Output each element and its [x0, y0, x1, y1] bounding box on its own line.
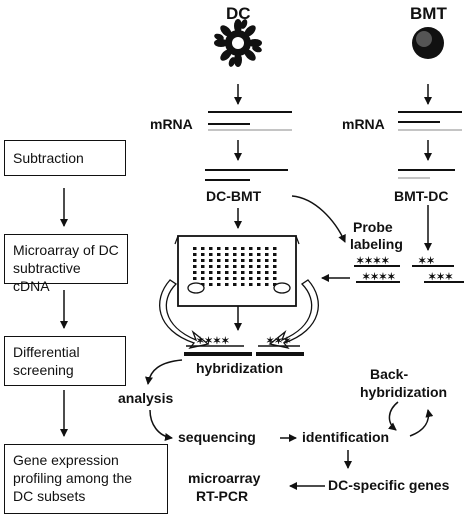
arrow-identification-to-back-hybridization	[409, 409, 434, 437]
arrow-back-hybridization-to-identification	[388, 401, 399, 431]
bmt-dc-label: BMT-DC	[394, 188, 449, 204]
svg-text:✶✶✶✶: ✶✶✶✶	[356, 256, 390, 267]
dc-mrna-lines	[208, 111, 292, 131]
bmt-dc-lines	[398, 169, 455, 179]
svg-text:✶✶✶✶: ✶✶✶✶	[362, 272, 396, 283]
step-differential-screening: Differential screening	[4, 336, 126, 386]
svg-text:✶✶✶: ✶✶✶	[428, 272, 453, 283]
microarray-label: microarray	[188, 470, 261, 486]
step-subtraction: Subtraction	[4, 140, 126, 176]
dc-bmt-lines	[205, 169, 288, 181]
sequencing-label: sequencing	[178, 429, 256, 445]
dc-bmt-label: DC-BMT	[206, 188, 262, 204]
step-profiling-line1: Gene expression	[13, 452, 119, 468]
svg-text:✶✶✶✶: ✶✶✶✶	[196, 336, 230, 347]
dc-specific-genes-label: DC-specific genes	[328, 477, 450, 493]
probe-label-stars: ✶✶✶✶ ✶✶✶✶ ✶✶ ✶✶✶	[356, 256, 453, 283]
mrna-left-label: mRNA	[150, 116, 193, 132]
arrow-hybridization-to-analysis	[145, 359, 183, 385]
microarray-slide	[174, 235, 300, 307]
hybridization-strands: ✶✶✶✶ ✶✶✶	[184, 336, 304, 356]
mrna-right-label: mRNA	[342, 116, 385, 132]
svg-text:✶✶✶: ✶✶✶	[266, 336, 291, 347]
step-screening-line1: Differential	[13, 344, 80, 360]
identification-label: identification	[302, 429, 390, 445]
step-gene-expression-profiling: Gene expression profiling among the DC s…	[4, 444, 168, 514]
dc-label: DC	[226, 4, 251, 23]
svg-text:✶✶: ✶✶	[418, 256, 435, 267]
arrow-analysis-to-sequencing	[149, 409, 173, 441]
back-hybridization-line2: hybridization	[360, 384, 448, 400]
step-profiling-line3: DC subsets	[13, 488, 86, 504]
probe-label-line1: Probe	[353, 219, 393, 235]
probe-label-line2: labeling	[350, 236, 403, 252]
bmt-mrna-lines	[398, 111, 462, 131]
bmt-cell-icon	[412, 27, 444, 59]
bmt-label: BMT	[410, 4, 447, 23]
rt-pcr-label: RT-PCR	[196, 488, 249, 504]
dc-cell-icon	[214, 19, 262, 67]
step-microarray-line1: Microarray of DC	[13, 242, 119, 258]
step-profiling-line2: profiling among the	[13, 470, 133, 486]
step-subtraction-text: Subtraction	[13, 150, 84, 166]
probe-strands	[354, 265, 464, 283]
arrow-dcbmt-to-probe-labeling	[291, 195, 346, 243]
back-hybridization-line1: Back-	[370, 366, 409, 382]
hybridization-label: hybridization	[196, 360, 284, 376]
analysis-label: analysis	[118, 390, 174, 406]
step-screening-line2: screening	[13, 362, 74, 378]
step-microarray-line2: subtractive cDNA	[13, 260, 81, 294]
step-microarray: Microarray of DC subtractive cDNA	[4, 234, 128, 294]
